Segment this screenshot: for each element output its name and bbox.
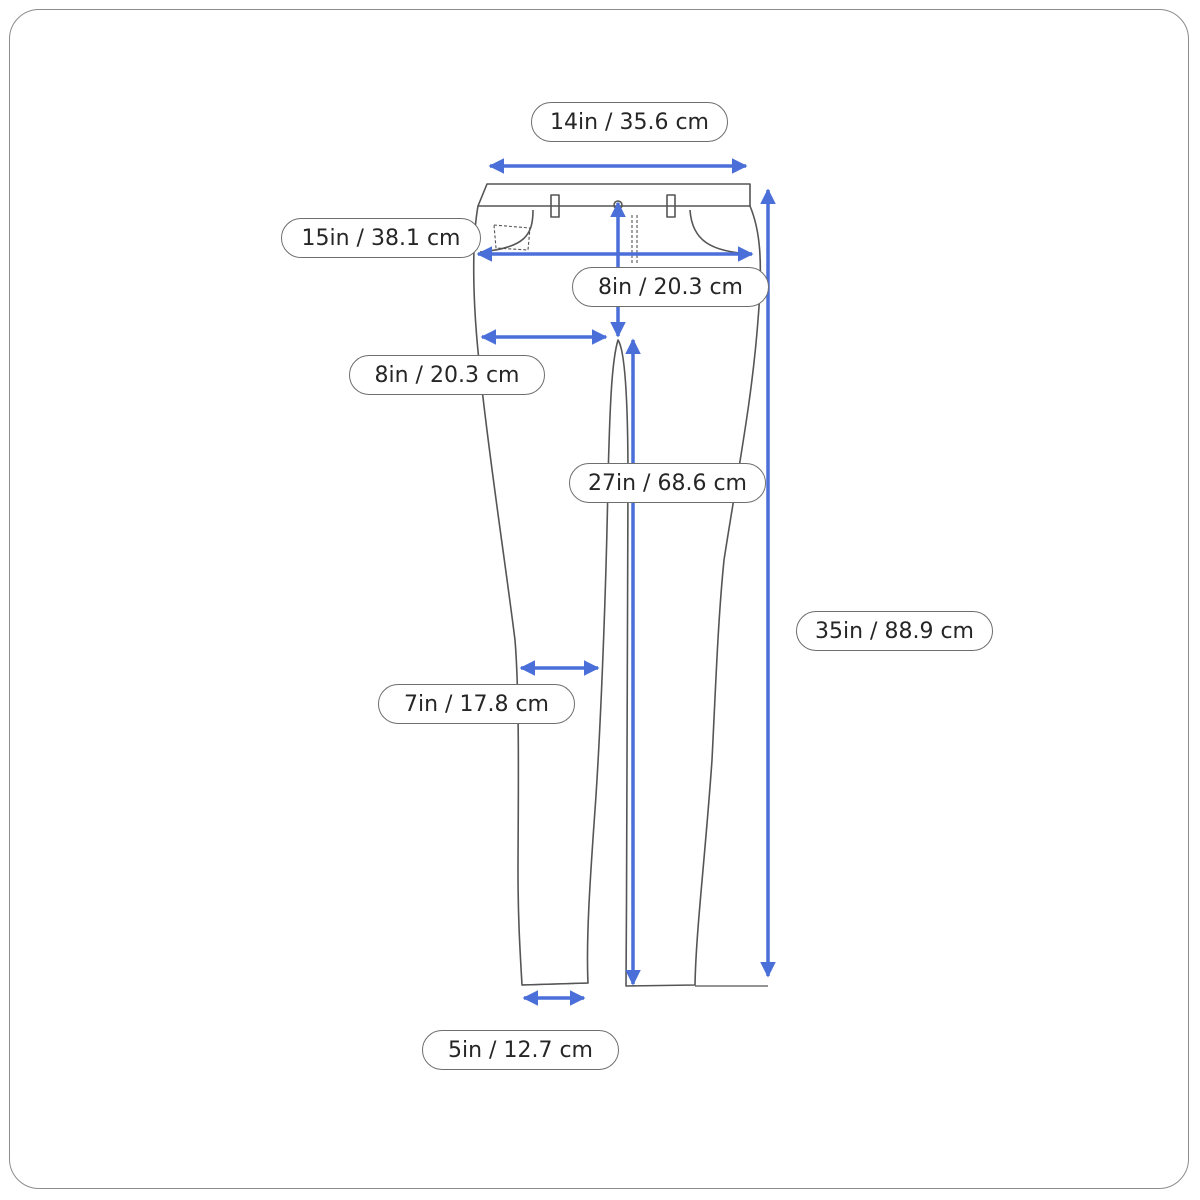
label-inseam: 27in / 68.6 cm [569, 463, 766, 503]
belt-loop-left [550, 194, 560, 218]
label-thigh: 8in / 20.3 cm [349, 355, 545, 395]
coin-pocket [493, 224, 531, 251]
pocket-right [689, 209, 753, 255]
label-leg-opening: 5in / 12.7 cm [422, 1030, 619, 1070]
belt-loop-right [666, 194, 676, 218]
hem-left [521, 982, 589, 986]
label-outseam: 35in / 88.9 cm [796, 611, 993, 651]
label-hip: 15in / 38.1 cm [281, 218, 481, 258]
label-knee: 7in / 17.8 cm [378, 684, 575, 724]
measurement-arrows [476, 158, 776, 1006]
label-front-rise: 8in / 20.3 cm [572, 267, 769, 307]
pants-body [472, 205, 762, 987]
label-waist: 14in / 35.6 cm [531, 102, 728, 142]
pocket-left [479, 209, 534, 253]
